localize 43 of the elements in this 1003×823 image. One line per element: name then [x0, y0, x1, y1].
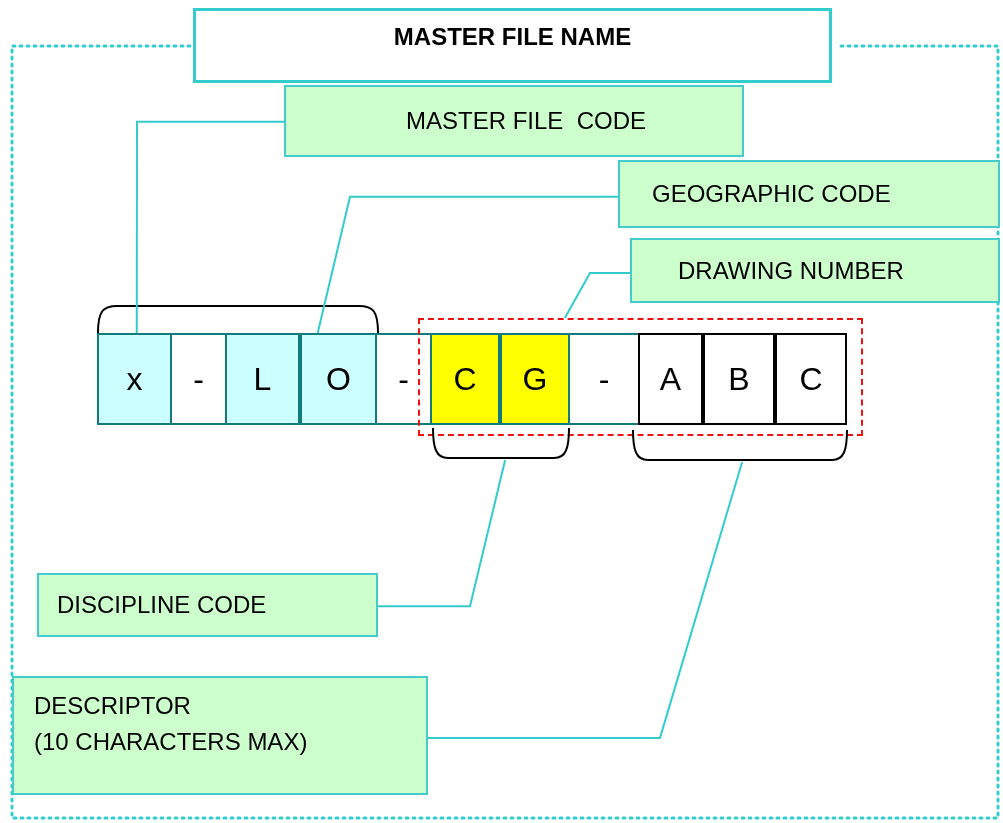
character-cell	[97, 333, 172, 425]
character-text: A	[659, 360, 682, 399]
label-box	[630, 238, 1000, 303]
leader-line	[427, 461, 744, 739]
character-text: B	[728, 360, 750, 399]
character-cell	[430, 333, 500, 425]
character-cell	[638, 333, 703, 425]
separator-cell	[172, 333, 225, 425]
character-cell	[775, 333, 847, 425]
character-text: C	[453, 360, 477, 399]
character-text: -	[193, 360, 204, 399]
label-text: DESCRIPTOR (10 CHARACTERS MAX)	[34, 691, 309, 757]
character-text: G	[522, 360, 548, 399]
separator-cell	[377, 333, 430, 425]
bracket	[632, 430, 848, 462]
character-text: -	[598, 360, 610, 399]
character-cell	[500, 333, 570, 425]
leader-line	[377, 459, 507, 608]
character-cell	[703, 333, 775, 425]
label-box	[37, 573, 378, 637]
character-cell	[225, 333, 300, 425]
separator-cell	[570, 333, 638, 425]
label-box	[284, 85, 744, 157]
character-cell	[300, 333, 377, 425]
leader-line	[316, 195, 619, 334]
leader-line	[135, 120, 285, 334]
title-box	[193, 8, 832, 83]
character-text: x	[126, 360, 143, 399]
character-text: L	[253, 360, 272, 399]
label-box	[12, 676, 428, 795]
character-text: O	[326, 360, 351, 399]
label-text: MASTER FILE NAME	[393, 22, 632, 52]
label-text: GEOGRAPHIC CODE	[652, 179, 891, 209]
label-box	[618, 160, 1000, 228]
label-text: MASTER FILE CODE	[406, 106, 647, 136]
label-text: DISCIPLINE CODE	[57, 590, 267, 620]
character-text: -	[398, 360, 409, 399]
bracket	[97, 305, 379, 333]
label-text: DRAWING NUMBER	[678, 255, 904, 286]
leader-line	[563, 272, 631, 319]
dashed-outline	[418, 318, 863, 436]
bracket	[432, 428, 570, 460]
character-text: C	[799, 360, 823, 399]
